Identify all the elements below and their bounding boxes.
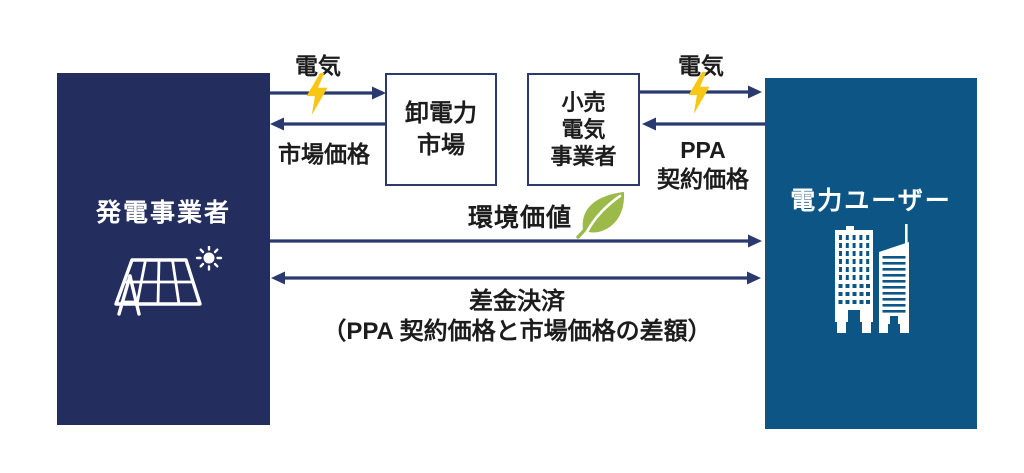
electricity-left-label: 電気 (295, 53, 341, 79)
generator-box: 発電事業者 (57, 73, 270, 425)
ppa-price-line1: PPA (680, 137, 726, 163)
buildings-icon (835, 224, 909, 333)
settlement-arrow (271, 271, 761, 285)
right-tower-windows (882, 256, 906, 324)
market-box: 卸電力 市場 (385, 73, 497, 186)
env-value-label: 環境価値 (467, 204, 572, 232)
market-label-line1: 卸電力 (405, 99, 477, 127)
lightning-icon-right (688, 72, 710, 114)
env-value-arrow (270, 234, 762, 248)
ppa-price-line2: 契約価格 (657, 166, 749, 192)
retail-box: 小売 電気 事業者 (527, 73, 640, 186)
sun-icon (195, 246, 222, 271)
user-label: 電力ユーザー (790, 187, 952, 215)
settlement-line1: 差金決済 (469, 288, 565, 315)
ppa-price-label: PPA 契約価格 (645, 136, 761, 194)
settlement-line2: （PPA 契約価格と市場価格の差額） (322, 318, 712, 345)
market-label-line2: 市場 (417, 131, 465, 159)
market-price-label: 市場価格 (278, 141, 370, 167)
electricity-arrow-left (270, 86, 386, 100)
retail-label-line3: 事業者 (550, 144, 617, 169)
ppa-price-arrow (642, 117, 765, 131)
left-tower-windows (838, 235, 870, 322)
market-price-arrow (270, 117, 385, 131)
leaf-icon (576, 192, 625, 239)
retail-label-line1: 小売 (561, 90, 606, 115)
solar-panel-icon (114, 246, 222, 316)
lightning-icon-left (306, 73, 328, 115)
settlement-label: 差金決済 （PPA 契約価格と市場価格の差額） (277, 287, 757, 347)
generator-label: 発電事業者 (95, 199, 231, 227)
user-box: 電力ユーザー (765, 78, 977, 429)
retail-label-line2: 電気 (561, 117, 606, 142)
